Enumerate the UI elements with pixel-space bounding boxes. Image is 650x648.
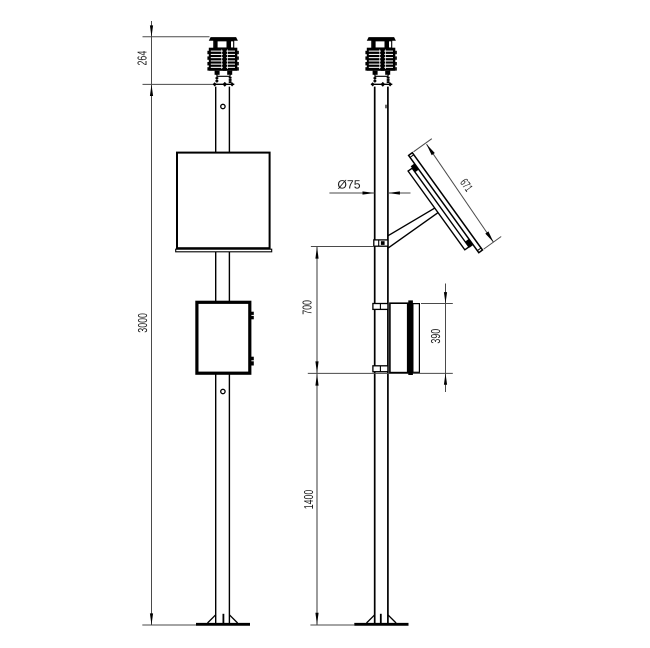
svg-text:264: 264 — [135, 51, 150, 66]
svg-text:Ø75: Ø75 — [337, 177, 361, 191]
svg-text:700: 700 — [299, 300, 314, 315]
svg-text:390: 390 — [428, 329, 443, 344]
svg-text:3000: 3000 — [135, 313, 150, 333]
svg-text:1400: 1400 — [301, 490, 316, 510]
